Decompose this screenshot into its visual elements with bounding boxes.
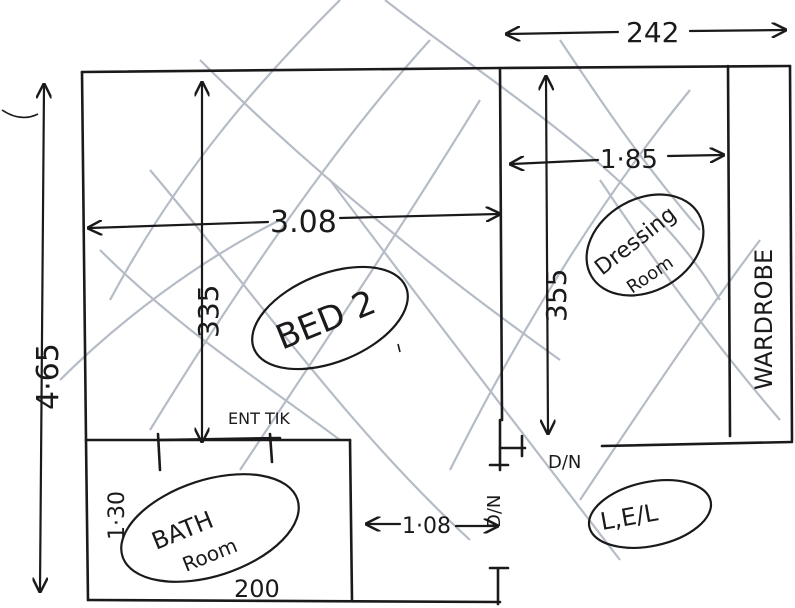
- bed-width-label: 3.08: [270, 205, 337, 240]
- dressing-width-label: 1·85: [600, 145, 658, 175]
- entry-note: ENT TIK: [228, 409, 290, 428]
- room-labels: BED 2 Dressing Room BATH Room WARDROBE L…: [148, 202, 778, 577]
- wardrobe-wall: [726, 64, 732, 438]
- door-jamb-upper: [498, 434, 527, 458]
- arrow-overall-width: [508, 30, 784, 34]
- outer-wall-right: [788, 64, 794, 442]
- bath-label-circle: [120, 473, 300, 583]
- corridor-width-label: 1·08: [402, 514, 451, 539]
- pencil-hatching: [59, 0, 781, 561]
- room-circles: [120, 193, 713, 583]
- bath-height-label: 1·30: [105, 491, 130, 540]
- bath-door-tick-1: [156, 432, 162, 472]
- walls: [80, 64, 794, 606]
- door-note-1: D/N: [548, 452, 581, 473]
- outer-wall-bottom: [86, 598, 502, 604]
- arrow-dressing-depth: [546, 78, 548, 432]
- bath-right-wall: [348, 438, 354, 602]
- dimension-labels: 242 4·65 3.08 335 1·85 355 1·30 200 1·08: [31, 16, 679, 603]
- bed-label-circle: [251, 265, 409, 371]
- arrow-overall-height: [40, 86, 44, 590]
- outer-wall-top: [80, 64, 792, 74]
- partition-wall: [498, 66, 504, 422]
- door-note-2: D/N: [484, 495, 505, 528]
- outer-wall-left: [80, 70, 90, 602]
- bed-depth-label: 335: [192, 285, 225, 338]
- stray-marks: [1, 109, 401, 353]
- bath-width-label: 200: [234, 575, 280, 603]
- dressing-depth-label: 355: [540, 269, 573, 322]
- notes: ENT TIK D/N D/N: [228, 409, 581, 528]
- overall-height-label: 4·65: [31, 343, 66, 410]
- bath-entry-line: [158, 436, 282, 442]
- arrow-bed-width-left: [90, 222, 270, 228]
- ensuite-label: L,E/L: [598, 498, 660, 536]
- arrow-bed-width-right: [338, 214, 498, 218]
- ensuite-label-circle: [587, 479, 713, 549]
- overall-width-label: 242: [626, 16, 679, 49]
- dressing-label-circle: [585, 193, 705, 297]
- dimension-arrows: [40, 30, 784, 590]
- right-bottom-wall: [600, 440, 794, 448]
- wardrobe-label: WARDROBE: [750, 249, 778, 390]
- arrow-dressing-width-left: [512, 160, 600, 164]
- arrow-dressing-width-right: [666, 155, 722, 156]
- bed-room-label: BED 2: [270, 283, 381, 359]
- door-jamb-bottom: [488, 566, 510, 606]
